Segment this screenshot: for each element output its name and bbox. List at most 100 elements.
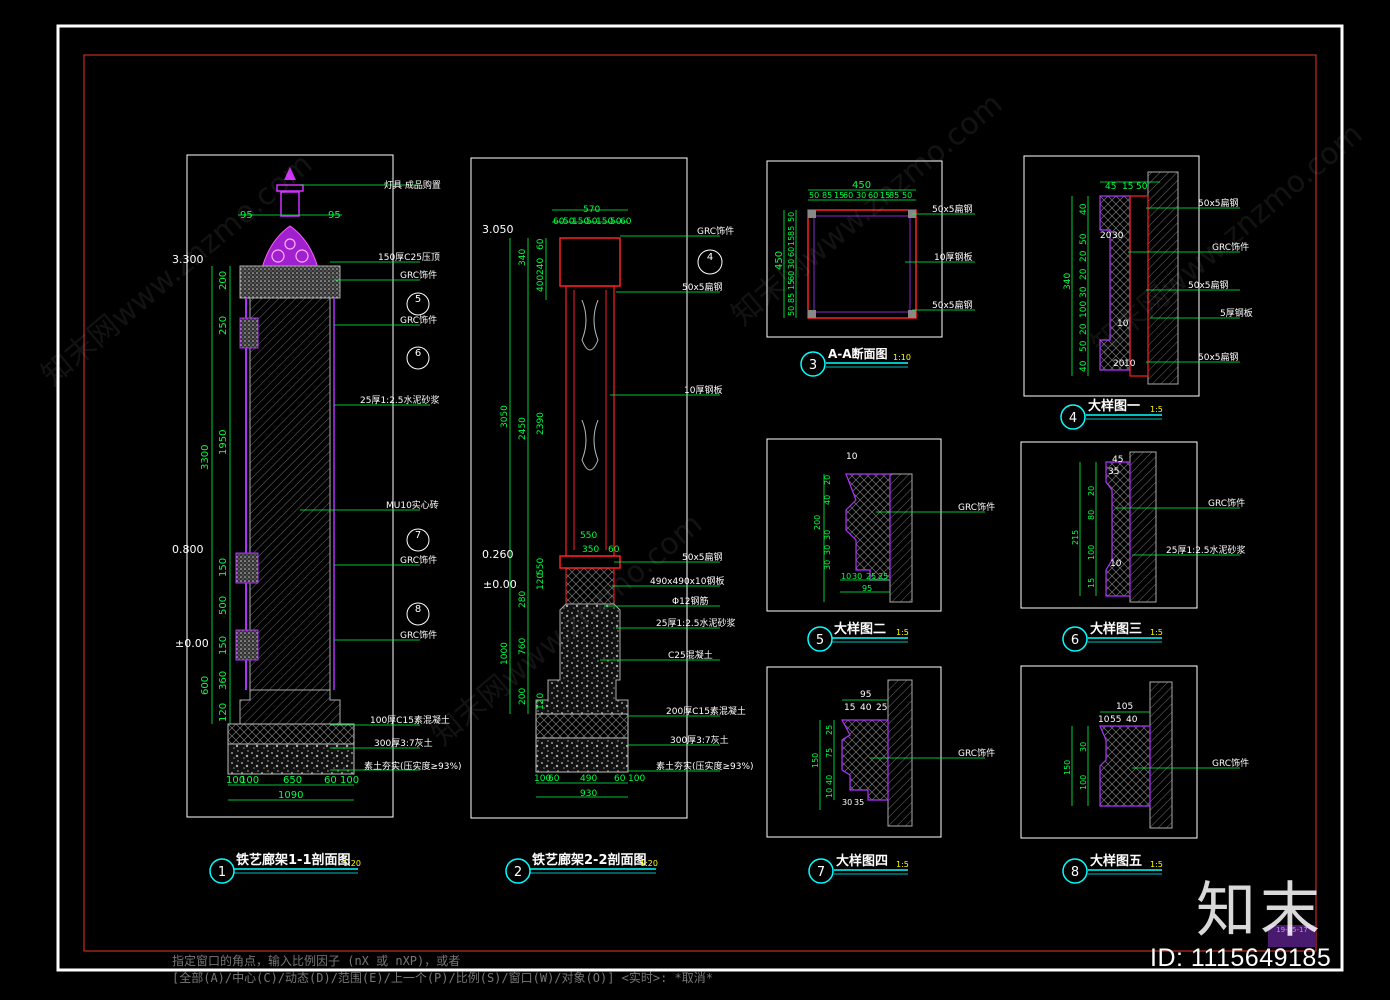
d2-vdim: 280 — [518, 591, 528, 608]
d1-callout: GRC饰件 — [400, 554, 437, 566]
title-2-number-circle — [505, 858, 531, 884]
d2-bottom-dim: 100 — [534, 774, 551, 784]
title-1[interactable]: 1 铁艺廊架1-1剖面图 1:20 — [209, 852, 361, 884]
d4-viewport — [1023, 155, 1200, 397]
d4-inner-dim: 20 — [1113, 359, 1125, 369]
d1-callout: 灯具 成品购置 — [384, 179, 441, 191]
d1-elev-zero: ±0.00 — [175, 637, 209, 650]
d1-lamp-w-left: 95 — [240, 210, 253, 221]
d6-vdim: 80 — [1087, 510, 1096, 520]
d2-callout: 素土夯实(压实度≥93%) — [656, 760, 754, 772]
title-8[interactable]: 8 大样图五 1:5 — [1062, 853, 1163, 884]
drawing-3-section[interactable]: 450 50 85 15 60 30 60 15 85 50 450 50 85… — [766, 160, 975, 338]
d3-left-part: 30 — [787, 259, 796, 269]
d2-inner-dim: 350 — [582, 545, 599, 555]
d1-vdim: 150 — [218, 636, 229, 655]
d2-vdim: 240 — [536, 258, 546, 275]
d1-bottom-dim: 100 — [226, 775, 245, 786]
title-2-number: 2 — [514, 865, 522, 880]
d4-vdim: 100 — [1079, 301, 1089, 318]
d4-inner-dim: 30 — [1112, 231, 1124, 241]
title-4-number: 4 — [1069, 411, 1077, 426]
d5-top-dim: 10 — [846, 452, 858, 462]
d5-vdims: 20 40 200 30 30 30 — [813, 475, 832, 570]
title-5-number: 5 — [816, 633, 824, 648]
d4-top-dim: 15 — [1122, 182, 1133, 192]
d3-top-part: 60 — [868, 191, 878, 200]
d3-top-part: 50 — [902, 191, 912, 200]
drawing-8-detail[interactable]: 105 10 55 40 30 150 100 GRC饰件 — [1020, 665, 1249, 839]
d7-vdim: 150 — [811, 753, 820, 768]
d5-viewport — [766, 438, 942, 612]
d8-callout: GRC饰件 — [1212, 757, 1249, 769]
d2-vdim: 60 — [536, 238, 546, 250]
d1-vdim: 250 — [218, 316, 229, 335]
d2-top-dim: 60 — [620, 217, 632, 227]
d7-bottom-dim: 35 — [854, 798, 864, 807]
d2-vdim: 400 — [536, 275, 546, 292]
d8-vdim: 150 — [1063, 760, 1072, 775]
d1-bottom-dim: 100 — [240, 775, 259, 786]
d4-vdim: 340 — [1063, 273, 1073, 290]
command-line[interactable]: 指定窗口的角点，输入比例因子 (nX 或 nXP)，或者 [全部(A)/中心(C… — [172, 953, 872, 987]
d3-top-total: 450 — [852, 180, 871, 191]
title-7-text: 大样图四 — [836, 853, 888, 869]
d2-vdim: 3050 — [500, 405, 510, 428]
d8-vdim: 30 — [1079, 742, 1088, 752]
d1-detail-markers — [406, 292, 430, 626]
title-7[interactable]: 7 大样图四 1:5 — [808, 853, 909, 884]
title-1-number: 1 — [218, 865, 226, 880]
d8-top-dim: 105 — [1116, 702, 1133, 712]
d2-bottom-dim: 490 — [580, 774, 597, 784]
d8-top-dim: 10 — [1098, 715, 1110, 725]
drawing-1-section[interactable]: 95 95 200 250 1950 3300 150 500 150 360 … — [172, 154, 462, 818]
d1-bottom-dim: 60 — [324, 775, 337, 786]
d4-vdim: 50 — [1079, 340, 1089, 352]
d2-top-dim: 50 — [610, 217, 622, 227]
d1-vdim: 360 — [218, 671, 229, 690]
drawing-6-detail[interactable]: 45 35 20 80 215 100 15 10 GRC饰件 25厚1:2.5… — [1020, 441, 1246, 609]
d1-callout: GRC饰件 — [400, 269, 437, 281]
title-7-number-circle — [808, 858, 834, 884]
d4-vdim: 20 — [1079, 268, 1089, 280]
d1-callout: GRC饰件 — [400, 629, 437, 641]
d1-callout: 25厚1:2.5水泥砂浆 — [360, 394, 440, 406]
d7-vdim: 75 — [825, 748, 834, 758]
title-4[interactable]: 4 大样图一 1:5 — [1060, 398, 1163, 430]
d1-marker-label: 6 — [415, 348, 421, 359]
d1-bottom-dim: 100 — [340, 775, 359, 786]
d2-bottom-dim: 930 — [580, 789, 597, 799]
d7-vdim: 40 — [825, 775, 834, 785]
d3-callout: 10厚钢板 — [934, 251, 972, 263]
d5-bottom-dims: 10 30 25 25 95 — [841, 572, 888, 593]
title-7-number: 7 — [817, 865, 825, 880]
d4-vdim: 50 — [1079, 233, 1089, 245]
d2-inner-dim: 60 — [608, 545, 620, 555]
d5-vdim: 30 — [823, 545, 832, 555]
d6-callout: GRC饰件 — [1208, 497, 1245, 509]
drawing-5-detail[interactable]: 10 20 40 200 30 30 30 10 30 25 25 95 GRC… — [766, 438, 995, 612]
d7-vdims: 150 25 75 40 10 — [811, 725, 834, 798]
d1-elev-top: 3.300 — [172, 253, 204, 266]
d3-left-parts: 50 85 15 60 30 60 15 85 50 — [787, 212, 796, 316]
d4-callout: 5厚钢板 — [1220, 307, 1253, 319]
drawing-4-detail[interactable]: 45 15 50 40 50 20 20 30 100 20 50 340 40… — [1023, 155, 1253, 397]
d2-vdim: 760 — [518, 638, 528, 655]
title-8-text: 大样图五 — [1090, 853, 1142, 869]
title-2[interactable]: 2 铁艺廊架2-2剖面图 1:20 — [505, 852, 658, 884]
drawing-7-detail[interactable]: 95 15 40 25 150 25 75 40 10 30 35 GRC饰件 — [766, 666, 995, 838]
d3-callout: 50x5扁钢 — [932, 203, 973, 215]
title-6-scale: 1:5 — [1150, 628, 1163, 637]
d3-left-part: 85 — [787, 293, 796, 303]
title-8-number-circle — [1062, 858, 1088, 884]
title-5[interactable]: 5 大样图二 1:5 — [807, 621, 909, 652]
d2-vdim: 2450 — [518, 417, 528, 440]
d4-vdim: 20 — [1079, 323, 1089, 335]
drawing-2-section[interactable]: 570 60 50 150 50 150 50 60 60 240 340 40… — [470, 157, 754, 819]
title-6[interactable]: 6 大样图三 1:5 — [1062, 621, 1163, 652]
d3-viewport — [766, 160, 943, 338]
d1-elev-mid: 0.800 — [172, 543, 204, 556]
title-3[interactable]: 3 A-A断面图 1:10 — [800, 346, 911, 377]
d2-callout: 300厚3:7灰土 — [670, 734, 729, 746]
